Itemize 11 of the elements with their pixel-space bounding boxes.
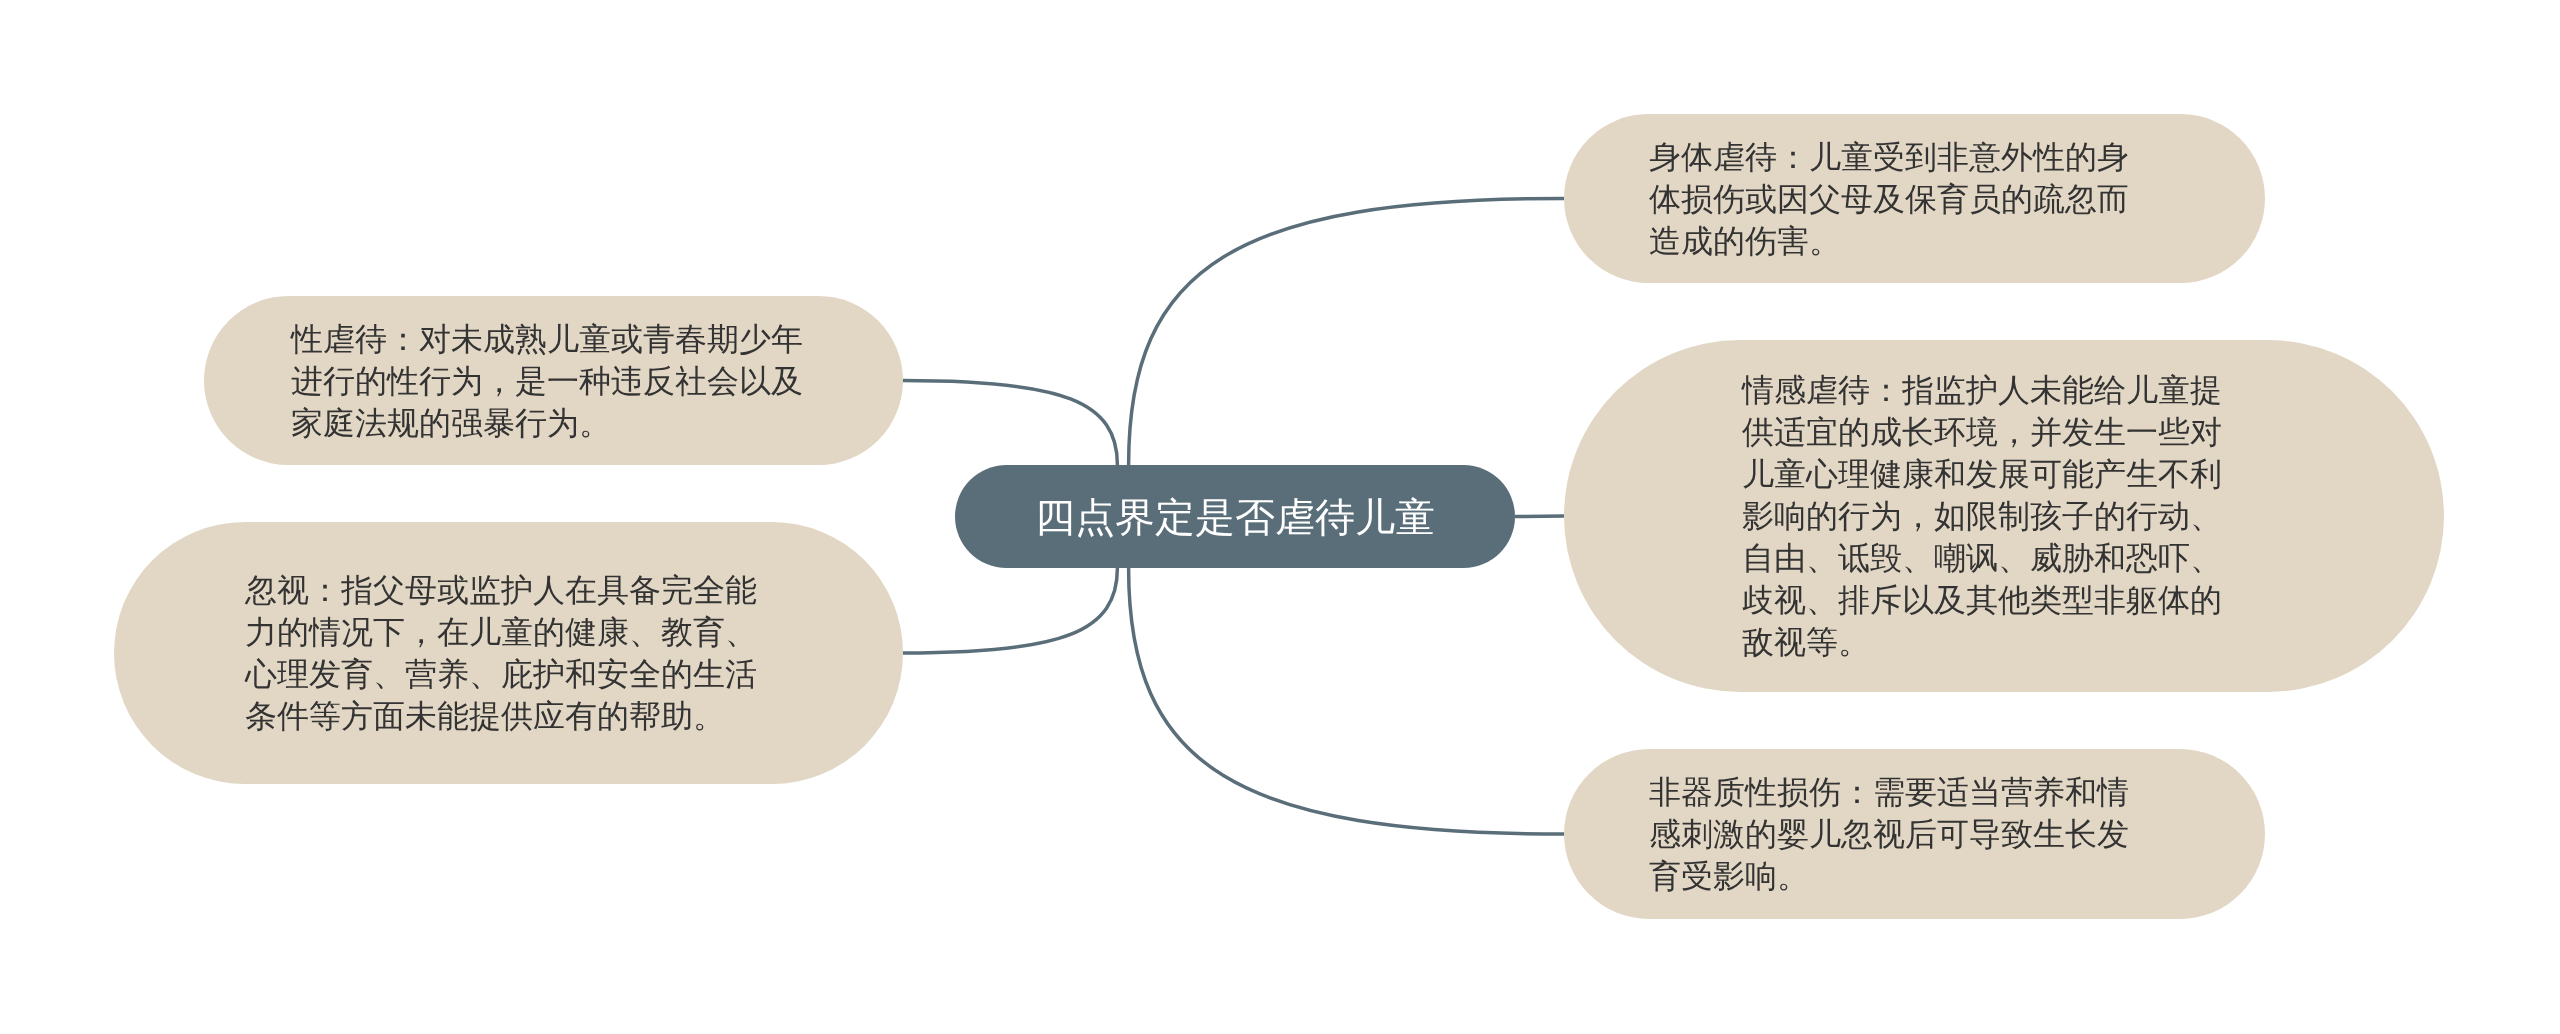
topic-text: 身体虐待：儿童受到非意外性的身体损伤或因父母及保育员的疏忽而造成的伤害。	[1649, 136, 2130, 262]
connector-line	[1126, 567, 1565, 836]
connector-line	[902, 567, 1120, 655]
topic-text: 非器质性损伤：需要适当营养和情感刺激的婴儿忽视后可导致生长发育受影响。	[1649, 772, 2130, 897]
topic-title: 四点界定是否虐待儿童	[1034, 492, 1436, 542]
topic-text: 性虐待：对未成熟儿童或青春期少年进行的性行为，是一种违反社会以及家庭法规的强暴行为。	[291, 318, 804, 444]
topic-text: 忽视：指父母或监护人在具备完全能力的情况下，在儿童的健康、教育、心理发育、营养、庇护和安全的生活条件等方面未能提供应有的帮助。	[245, 570, 758, 737]
connector-line	[1515, 514, 1564, 519]
connector-line	[902, 378, 1120, 466]
topic-text: 情感虐待：指监护人未能给儿童提供适宜的成长环境，并发生一些对儿童心理健康和发展可能产生不利影响的行为，如限制孩子的行动、自由、诋毁、嘲讽、威胁和恐吓、歧视、排斥以及其他类型非躯体的敌视等。	[1742, 370, 2223, 663]
connector-line	[1126, 196, 1565, 466]
